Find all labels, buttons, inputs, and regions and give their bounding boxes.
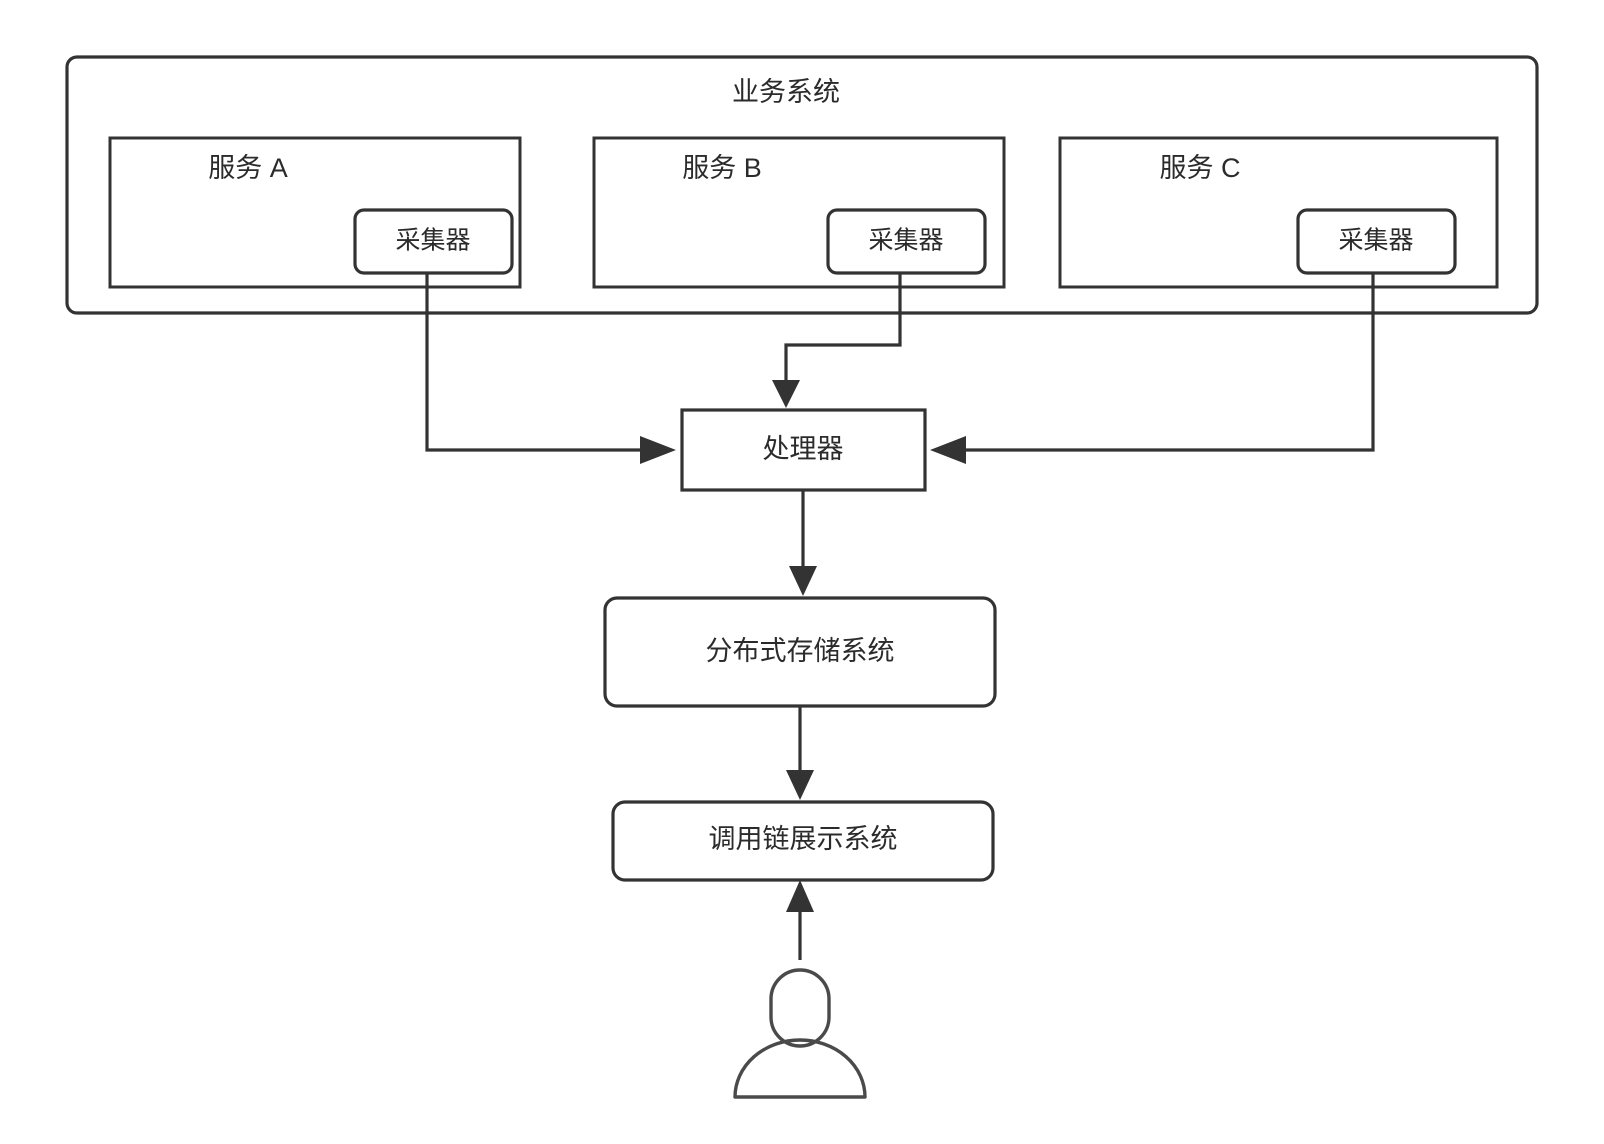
edge-collector-c-arrowhead	[930, 436, 966, 464]
edge-actor-to-display-arrowhead	[786, 880, 814, 912]
service-a-collector-label: 采集器	[395, 227, 470, 255]
edge-collector-a-to-processor	[425, 273, 640, 452]
processor-label: 处理器	[763, 434, 844, 464]
service-a-collector-box[interactable]	[353, 208, 514, 275]
edge-collector-a-arrowhead	[640, 436, 676, 464]
service-b-collector-label: 采集器	[868, 227, 943, 255]
display-box[interactable]	[611, 800, 995, 882]
service-c-collector-label: 采集器	[1338, 227, 1413, 255]
user-actor-head	[769, 968, 831, 1048]
processor-box[interactable]	[680, 408, 927, 492]
edge-collector-b-arrowhead	[772, 380, 800, 408]
edge-storage-to-display-arrowhead	[786, 770, 814, 800]
service-b-label: 服务 B	[682, 153, 762, 183]
storage-label: 分布式存储系统	[706, 636, 895, 666]
display-label: 调用链展示系统	[709, 824, 898, 854]
service-a-label: 服务 A	[208, 153, 288, 183]
user-actor-body	[733, 1038, 867, 1099]
user-actor-icon	[733, 968, 867, 1099]
service-c-collector-box[interactable]	[1296, 208, 1457, 275]
service-c-label: 服务 C	[1160, 153, 1241, 183]
edge-processor-to-storage-arrowhead	[789, 566, 817, 596]
edge-collector-c-to-processor	[966, 273, 1375, 452]
edge-collector-b-to-processor	[784, 273, 902, 380]
service-b-collector-box[interactable]	[826, 208, 987, 275]
business-system-label: 业务系统	[732, 77, 840, 107]
